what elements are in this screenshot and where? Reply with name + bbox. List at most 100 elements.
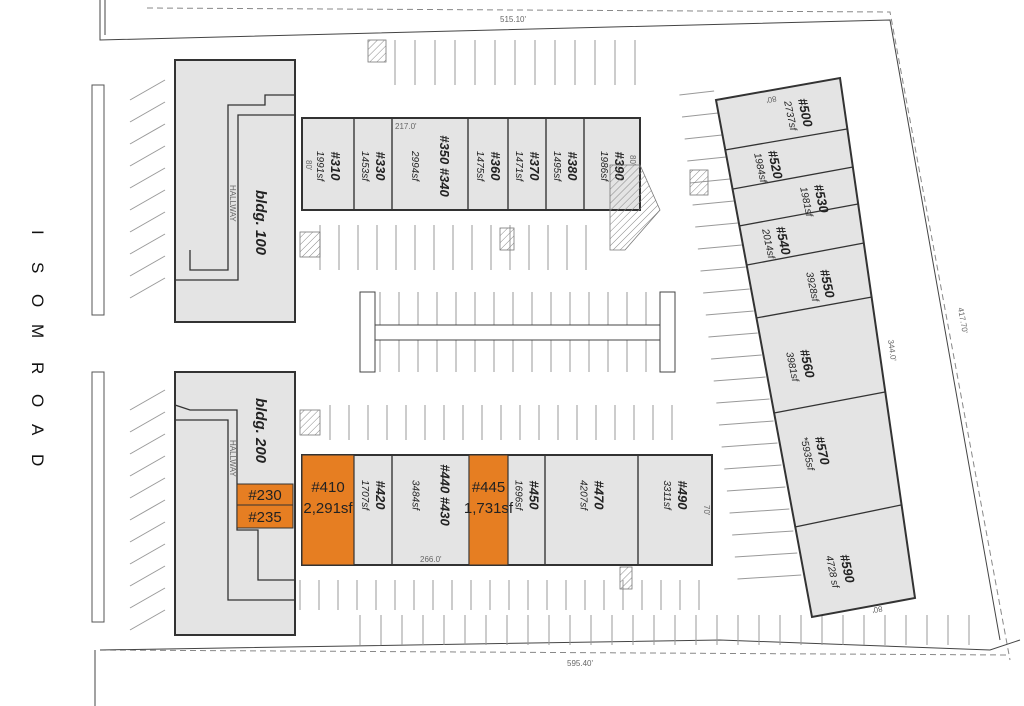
svg-text:#370: #370 xyxy=(527,152,542,182)
parking-stall-line xyxy=(724,464,782,470)
svg-text:4207sf: 4207sf xyxy=(578,480,589,511)
dimension-depth: 80' xyxy=(765,94,777,105)
parking-stall-line xyxy=(716,398,770,404)
unit-divider xyxy=(724,128,848,151)
unit-divider xyxy=(738,203,859,227)
parking-stall-line xyxy=(697,244,742,250)
hatched-areas xyxy=(299,39,709,590)
svg-text:#450: #450 xyxy=(527,481,542,511)
parking-stall-line xyxy=(708,332,758,338)
svg-text:#550: #550 xyxy=(817,268,838,300)
building-200: HALLWAY bldg. 200 #230 #235 xyxy=(174,371,296,636)
unit-divider xyxy=(732,166,854,190)
unit-235-label: #235 xyxy=(248,509,281,526)
property-boundary xyxy=(94,0,1021,706)
svg-text:#445: #445 xyxy=(472,479,505,496)
svg-text:1453sf: 1453sf xyxy=(359,151,370,182)
svg-text:1,731sf: 1,731sf xyxy=(464,500,514,517)
svg-text:R: R xyxy=(28,362,47,375)
parking-stall-line xyxy=(737,574,802,580)
parking-stall-line xyxy=(129,233,166,255)
svg-text:#490: #490 xyxy=(675,481,690,511)
svg-text:1475sf: 1475sf xyxy=(474,151,485,182)
parking-stall-line xyxy=(711,354,762,360)
parking-stall-line xyxy=(129,433,166,455)
road-name: I S O M R O A D xyxy=(28,230,47,467)
parking-stall-line xyxy=(129,411,166,433)
svg-text:#540: #540 xyxy=(773,225,794,257)
svg-text:#420: #420 xyxy=(373,481,388,511)
parking-stall-line xyxy=(129,389,166,411)
parking-stall-line xyxy=(726,486,786,492)
svg-text:O: O xyxy=(28,294,47,308)
svg-text:#560: #560 xyxy=(797,348,818,380)
parking-stall-line xyxy=(129,609,166,631)
svg-text:3311sf: 3311sf xyxy=(661,480,672,511)
hallway-label: HALLWAY xyxy=(228,185,237,222)
svg-text:#350 #340: #350 #340 xyxy=(437,135,452,197)
svg-text:1707sf: 1707sf xyxy=(359,480,370,511)
parking-stall-line xyxy=(129,499,166,521)
unit-230-label: #230 xyxy=(248,487,281,504)
svg-text:#570: #570 xyxy=(812,435,833,467)
svg-text:#330: #330 xyxy=(373,152,388,182)
svg-text:D: D xyxy=(28,454,47,467)
svg-text:M: M xyxy=(28,324,47,339)
dimension-right: 417.70' xyxy=(956,307,969,335)
svg-text:2,291sf: 2,291sf xyxy=(303,500,353,517)
dimension-depth: 80' xyxy=(628,155,637,166)
svg-text:1991sf: 1991sf xyxy=(314,151,325,182)
svg-text:1471sf: 1471sf xyxy=(513,151,524,182)
parking-stall-line xyxy=(692,200,734,206)
parking-stall-line xyxy=(129,211,166,233)
unit-divider xyxy=(746,242,865,266)
parking-stall-line xyxy=(129,587,166,609)
parking-stall-line xyxy=(695,222,738,228)
parking-stall-line xyxy=(687,156,727,162)
parking-stall-line xyxy=(129,123,166,145)
dimension-row300: 217.0' xyxy=(395,122,417,131)
svg-text:1986sf: 1986sf xyxy=(598,151,609,182)
parking-stall-line xyxy=(129,189,166,211)
unit-divider xyxy=(773,391,886,414)
parking-stall-line xyxy=(129,521,166,543)
dimension-bottom: 595.40' xyxy=(567,659,593,668)
svg-text:#520: #520 xyxy=(765,149,786,181)
svg-text:#380: #380 xyxy=(565,152,580,182)
unit-divider xyxy=(755,296,873,319)
unit-divider xyxy=(794,504,902,528)
building-label: bldg. 200 xyxy=(252,398,269,464)
unit-235[interactable] xyxy=(236,504,294,529)
parking-island xyxy=(359,291,676,373)
building-100: HALLWAY bldg. 100 xyxy=(174,59,296,323)
parking-stall-line xyxy=(732,530,794,536)
building-500: #5002737sf#5201984sf#5301981sf#5402014sf… xyxy=(714,76,917,619)
unit-label: #445 1,731sf xyxy=(464,479,514,517)
parking-stall-line xyxy=(700,266,746,272)
parking-stall-line xyxy=(129,455,166,477)
parking-stall-line xyxy=(729,508,790,514)
parking-stall-line xyxy=(129,167,166,189)
unit-445[interactable] xyxy=(468,454,509,566)
unit-490[interactable] xyxy=(637,454,713,566)
dimension-depth: 80' xyxy=(871,604,883,615)
svg-text:#500: #500 xyxy=(795,97,816,129)
svg-text:#530: #530 xyxy=(811,183,832,215)
dimension-depth: 80' xyxy=(304,160,313,171)
parking-stall-line xyxy=(734,552,798,558)
building-label: bldg. 100 xyxy=(252,190,269,256)
hallway-label: HALLWAY xyxy=(228,440,237,477)
parking-stall-line xyxy=(129,255,166,277)
parking-stall-line xyxy=(684,134,723,140)
